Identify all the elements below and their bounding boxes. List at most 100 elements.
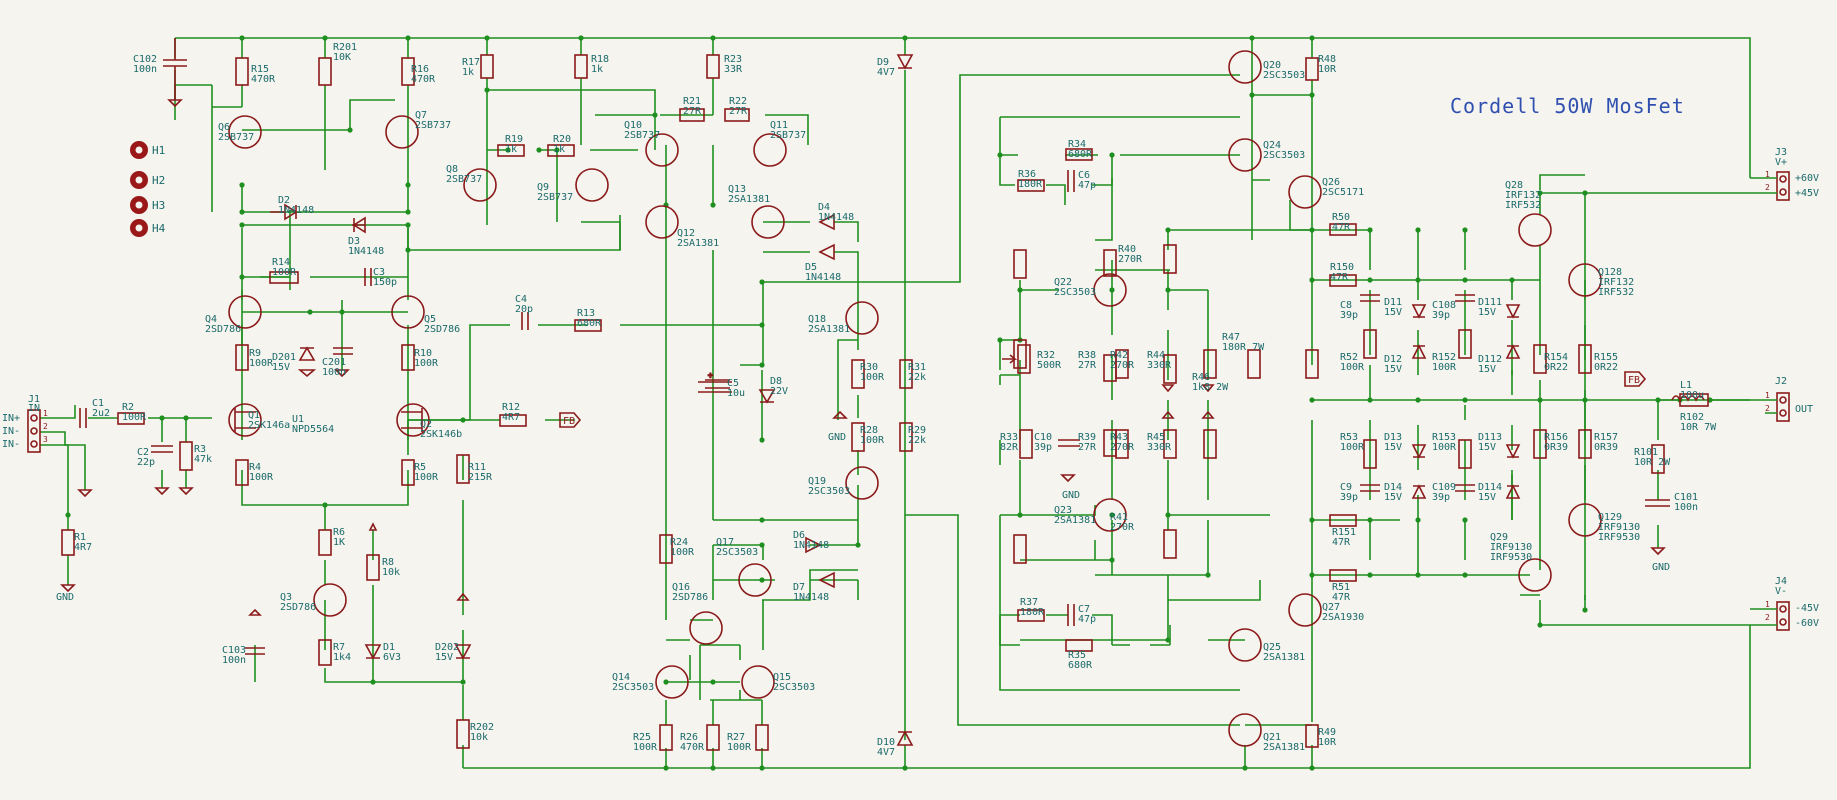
mounting-hole-h1[interactable]: H1 — [130, 141, 165, 159]
net-label-fb-2[interactable]: FB — [1624, 371, 1647, 387]
mounting-hole-h3[interactable]: H3 — [130, 196, 165, 214]
net-label-fb-1[interactable]: FB — [559, 412, 582, 428]
mounting-hole-h4[interactable]: H4 — [130, 219, 166, 237]
connector-j2[interactable]: J2 1 2 OUT — [1750, 376, 1813, 422]
